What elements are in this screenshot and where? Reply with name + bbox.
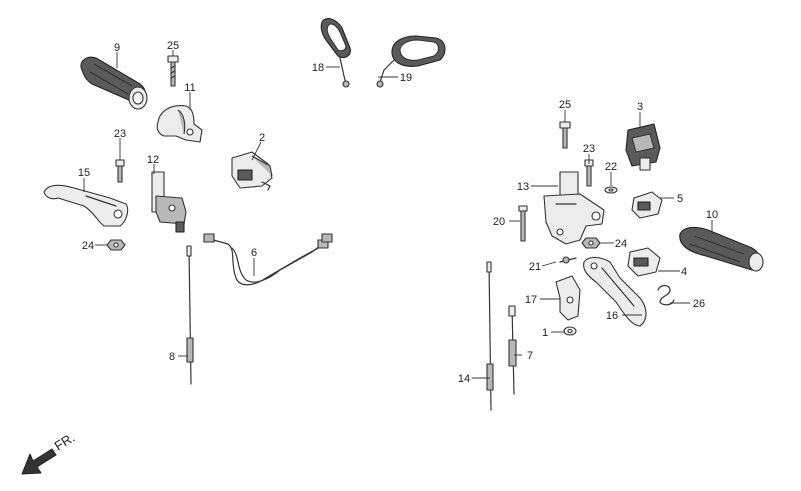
callout-24: 24 bbox=[82, 240, 94, 252]
callout-26: 26 bbox=[693, 298, 705, 310]
callouts: 9 25 11 23 15 12 2 24 6 8 18 19 25 3 23 … bbox=[78, 40, 718, 385]
part-16-lever bbox=[583, 256, 647, 327]
part-14-cable bbox=[486, 261, 494, 411]
callout-7: 7 bbox=[527, 350, 533, 362]
callout-5: 5 bbox=[677, 193, 683, 205]
callout-23: 23 bbox=[114, 128, 126, 140]
callout-3: 3 bbox=[637, 101, 643, 113]
callout-10: 10 bbox=[706, 209, 718, 221]
callout-23-right: 23 bbox=[583, 143, 595, 155]
callout-16: 16 bbox=[606, 310, 618, 322]
part-25-bolt-left bbox=[167, 55, 179, 87]
part-21-pin bbox=[559, 256, 577, 264]
callout-9: 9 bbox=[114, 42, 120, 54]
part-3-switch-housing bbox=[625, 123, 661, 171]
part-25-bolt-right bbox=[559, 121, 571, 149]
callout-24-right: 24 bbox=[615, 238, 627, 250]
part-24-nut-right bbox=[581, 237, 601, 249]
callout-19: 19 bbox=[400, 72, 412, 84]
callout-11: 11 bbox=[184, 82, 195, 94]
leader-lines bbox=[83, 50, 713, 379]
part-22-washer bbox=[604, 186, 618, 194]
part-24-nut-left bbox=[106, 239, 126, 251]
callout-4: 4 bbox=[681, 266, 687, 278]
part-26-spring bbox=[657, 284, 675, 306]
part-18-mirror-left bbox=[320, 18, 351, 88]
part-17-bracket bbox=[555, 275, 581, 321]
part-23-screw-left bbox=[115, 159, 125, 183]
callout-13: 13 bbox=[517, 181, 529, 193]
part-11-holder bbox=[156, 105, 203, 143]
callout-18: 18 bbox=[312, 62, 324, 74]
part-15-lever bbox=[43, 184, 129, 227]
part-6-wire bbox=[203, 233, 333, 286]
callout-12: 12 bbox=[147, 154, 159, 166]
part-7-cable bbox=[508, 305, 517, 395]
front-direction-indicator: FR. bbox=[21, 430, 78, 475]
callout-1: 1 bbox=[542, 327, 548, 339]
callout-14: 14 bbox=[458, 373, 470, 385]
part-20-pin bbox=[518, 205, 528, 242]
part-13-bracket bbox=[543, 171, 605, 245]
part-19-mirror-right bbox=[376, 35, 446, 88]
callout-6: 6 bbox=[251, 247, 257, 259]
callout-2: 2 bbox=[259, 132, 265, 144]
callout-15: 15 bbox=[78, 167, 90, 179]
part-5-switch bbox=[631, 191, 663, 219]
callout-25-right: 25 bbox=[559, 99, 571, 111]
callout-20: 20 bbox=[493, 216, 505, 228]
callout-8: 8 bbox=[169, 351, 175, 363]
part-10-right-grip bbox=[679, 226, 764, 272]
part-1-washer bbox=[563, 326, 577, 336]
callout-25: 25 bbox=[167, 40, 179, 52]
part-4-switch bbox=[627, 247, 661, 277]
callout-22: 22 bbox=[605, 161, 617, 173]
part-8-cable bbox=[186, 245, 194, 385]
callout-17: 17 bbox=[525, 294, 537, 306]
part-9-left-grip bbox=[80, 56, 148, 110]
callout-21: 21 bbox=[529, 261, 541, 273]
part-2-switch bbox=[231, 151, 273, 191]
part-12-bracket bbox=[151, 171, 187, 233]
front-direction-label: FR. bbox=[52, 430, 78, 454]
front-arrow-icon bbox=[21, 448, 57, 475]
